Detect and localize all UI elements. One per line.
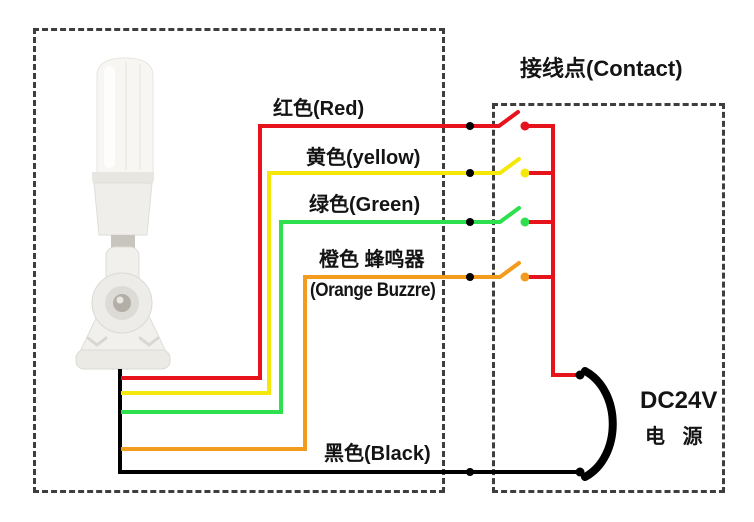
power-supply-arc xyxy=(581,367,617,481)
base-chevron xyxy=(138,336,160,347)
base-chevron xyxy=(86,336,108,347)
yellow-wire-label: 黄色(yellow) xyxy=(306,147,421,169)
lamp-collar xyxy=(92,172,154,185)
mount-base-plate xyxy=(75,349,171,370)
red-switch-lever xyxy=(497,110,520,128)
green-switch-dot xyxy=(520,217,530,227)
contact-title: 接线点(Contact) xyxy=(520,56,683,81)
device-group-box xyxy=(33,28,445,493)
green-switch-lever xyxy=(498,206,521,224)
joint-screw xyxy=(113,294,131,312)
red-switch-dot xyxy=(520,121,530,131)
black-wire-label: 黑色(Black) xyxy=(324,443,431,465)
power-supply-label: 电 源 xyxy=(645,426,709,448)
junction-dot-black xyxy=(466,468,474,476)
orange-wire-label-en: (Orange Buzzre) xyxy=(310,280,436,301)
tower-light-image xyxy=(75,57,171,370)
lamp-highlight xyxy=(104,66,115,168)
device-neck xyxy=(111,235,135,249)
junction-dot-orange xyxy=(466,273,474,281)
junction-dot-red xyxy=(466,122,474,130)
junction-dot-yellow xyxy=(466,169,474,177)
power-voltage-label: DC24V xyxy=(640,387,718,414)
orange-wire xyxy=(121,275,499,451)
orange-wire-label-cn: 橙色 蜂鸣器 xyxy=(319,249,425,271)
red-bus xyxy=(528,124,578,377)
black-wire xyxy=(118,369,578,474)
device-body xyxy=(93,182,153,236)
orange-switch-dot xyxy=(520,272,530,282)
yellow-switch-dot xyxy=(520,168,530,178)
yellow-switch-lever xyxy=(498,157,521,175)
contact-group-box xyxy=(492,103,725,493)
joint-screw-glint xyxy=(116,296,124,304)
red-wire-label: 红色(Red) xyxy=(273,98,365,120)
orange-switch-lever xyxy=(498,261,521,279)
green-wire-label: 绿色(Green) xyxy=(309,194,421,216)
yellow-wire xyxy=(121,171,499,395)
junction-dot-green xyxy=(466,218,474,226)
red-wire xyxy=(121,124,498,380)
green-wire xyxy=(121,220,499,414)
